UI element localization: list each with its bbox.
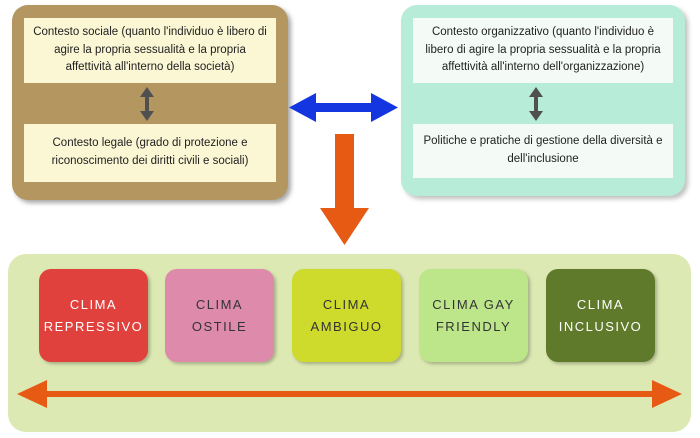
organizational-context-box: Contesto organizzativo (quanto l'individ… <box>413 18 673 83</box>
organizational-context-text: Contesto organizzativo (quanto l'individ… <box>425 25 661 74</box>
clima-ostile-box: CLIMA OSTILE <box>165 269 274 362</box>
clima-repressivo-box: CLIMA REPRESSIVO <box>39 269 148 362</box>
social-context-text: Contesto sociale (quanto l'individuo è l… <box>33 25 267 74</box>
left-double-arrow <box>140 87 154 121</box>
orange-double-arrow <box>17 380 682 408</box>
blue-double-arrow <box>289 93 398 122</box>
clima-label-line2: OSTILE <box>191 318 248 334</box>
clima-label-line2: AMBIGUO <box>310 318 383 334</box>
policies-box: Politiche e pratiche di gestione della d… <box>413 124 673 178</box>
policies-text: Politiche e pratiche di gestione della d… <box>423 135 663 165</box>
clima-label-line1: CLIMA <box>69 297 118 313</box>
clima-label-line2: REPRESSIVO <box>43 318 144 334</box>
clima-label-line2: FRIENDLY <box>435 318 512 334</box>
social-context-box: Contesto sociale (quanto l'individuo è l… <box>24 18 276 83</box>
legal-context-box: Contesto legale (grado di protezione e r… <box>24 124 276 182</box>
clima-label-line1: CLIMA GAY <box>432 297 515 313</box>
clima-label-line1: CLIMA <box>576 297 625 313</box>
right-double-arrow <box>529 87 543 121</box>
legal-context-text: Contesto legale (grado di protezione e r… <box>51 137 249 167</box>
clima-label-line1: CLIMA <box>322 297 371 313</box>
clima-label-line1: CLIMA <box>195 297 244 313</box>
orange-down-arrow <box>320 134 369 245</box>
clima-inclusivo-box: CLIMA INCLUSIVO <box>546 269 655 362</box>
clima-gay-friendly-box: CLIMA GAY FRIENDLY <box>419 269 528 362</box>
clima-ambiguo-box: CLIMA AMBIGUO <box>292 269 401 362</box>
clima-label-line2: INCLUSIVO <box>558 318 643 334</box>
